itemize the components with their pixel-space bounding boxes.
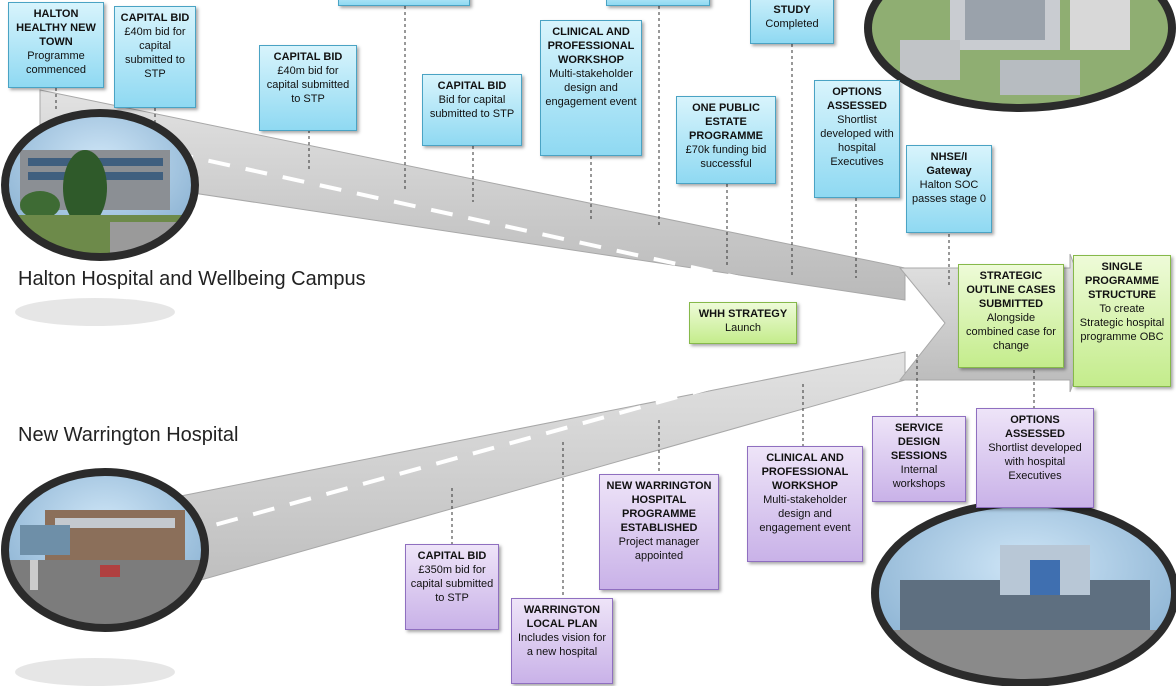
milestone-options-assessed-bottom: OPTIONS ASSESSED Shortlist developed wit… xyxy=(976,408,1094,508)
milestone-warrington-local-plan: WARRINGTON LOCAL PLAN Includes vision fo… xyxy=(511,598,613,684)
milestone-title: CLINICAL AND PROFESSIONAL WORKSHOP xyxy=(761,452,849,492)
milestone-detail: Includes vision for a new hospital xyxy=(517,632,607,658)
milestone-detail: Alongside combined case for change xyxy=(966,312,1056,352)
milestone-soc-submitted: STRATEGIC OUTLINE CASES SUBMITTED Alongs… xyxy=(958,264,1064,368)
milestone-title: OPTIONS ASSESSED xyxy=(1005,414,1065,440)
milestone-capital-bid-2: CAPITAL BID £40m bid for capital submitt… xyxy=(259,45,357,131)
milestone-title: CAPITAL BID xyxy=(120,12,190,24)
milestone-title: WHH STRATEGY xyxy=(698,308,788,320)
milestone-title: NHSE/I Gateway xyxy=(926,151,972,177)
top-milestone-cut-2 xyxy=(606,0,710,6)
milestone-title: WARRINGTON LOCAL PLAN xyxy=(523,604,601,630)
milestone-detail: Programme commenced xyxy=(26,50,86,76)
milestone-detail: Multi-stakeholder design and engagement … xyxy=(545,68,637,108)
milestone-detail: Shortlist developed with hospital Execut… xyxy=(988,442,1082,482)
top-milestone-cut-1 xyxy=(338,0,470,6)
milestone-title: SINGLE PROGRAMME STRUCTURE xyxy=(1085,261,1159,301)
top-connectors xyxy=(55,0,950,286)
milestone-detail: Bid for capital submitted to STP xyxy=(429,94,515,120)
new-hospital-render-photo xyxy=(871,499,1176,686)
milestone-detail: Halton SOC passes stage 0 xyxy=(912,179,986,205)
milestone-clinical-workshop-bottom: CLINICAL AND PROFESSIONAL WORKSHOP Multi… xyxy=(747,446,863,562)
milestone-detail: Completed xyxy=(765,18,819,30)
milestone-halton-new-town: HALTON HEALTHY NEW TOWN Programme commen… xyxy=(8,2,104,88)
milestone-viability-study: VIABILITY STUDY Completed xyxy=(750,0,834,44)
halton-campus-label: Halton Hospital and Wellbeing Campus xyxy=(18,268,366,290)
milestone-title: VIABILITY STUDY xyxy=(765,0,818,16)
milestone-detail: £40m bid for capital submitted to STP xyxy=(266,65,350,105)
warrington-hospital-label: New Warrington Hospital xyxy=(18,424,239,446)
milestone-programme-established: NEW WARRINGTON HOSPITAL PROGRAMME ESTABL… xyxy=(599,474,719,590)
milestone-title: NEW WARRINGTON HOSPITAL PROGRAMME ESTABL… xyxy=(606,480,712,534)
halton-hospital-photo xyxy=(1,109,199,261)
milestone-detail: Shortlist developed with hospital Execut… xyxy=(820,114,894,168)
milestone-capital-bid-1: CAPITAL BID £40m bid for capital submitt… xyxy=(114,6,196,108)
milestone-service-design: SERVICE DESIGN SESSIONS Internal worksho… xyxy=(872,416,966,502)
milestone-detail: Internal workshops xyxy=(892,464,946,490)
milestone-title: HALTON HEALTHY NEW TOWN xyxy=(16,8,96,48)
milestone-title: CAPITAL BID xyxy=(437,80,507,92)
milestone-nhsei-gateway: NHSE/I Gateway Halton SOC passes stage 0 xyxy=(906,145,992,233)
milestone-title: OPTIONS ASSESSED xyxy=(827,86,887,112)
warrington-hospital-photo xyxy=(1,468,209,632)
campus-aerial-photo xyxy=(864,0,1176,112)
milestone-title: STRATEGIC OUTLINE CASES SUBMITTED xyxy=(966,270,1056,310)
milestone-title: SERVICE DESIGN SESSIONS xyxy=(890,422,948,462)
milestone-detail: Multi-stakeholder design and engagement … xyxy=(759,494,851,534)
bottom-connectors xyxy=(451,354,1035,598)
milestone-detail: Project manager appointed xyxy=(618,536,700,562)
milestone-title: CAPITAL BID xyxy=(417,550,487,562)
milestone-title: ONE PUBLIC ESTATE PROGRAMME xyxy=(689,102,763,142)
milestone-title: CLINICAL AND PROFESSIONAL WORKSHOP xyxy=(547,26,635,66)
milestone-one-public-estate: ONE PUBLIC ESTATE PROGRAMME £70k funding… xyxy=(676,96,776,184)
milestone-single-programme: SINGLE PROGRAMME STRUCTURE To create Str… xyxy=(1073,255,1171,387)
milestone-whh-strategy: WHH STRATEGY Launch xyxy=(689,302,797,344)
milestone-title: CAPITAL BID xyxy=(273,51,343,63)
milestone-detail: £70k funding bid successful xyxy=(685,144,767,170)
milestone-capital-bid-350: CAPITAL BID £350m bid for capital submit… xyxy=(405,544,499,630)
milestone-detail: £350m bid for capital submitted to STP xyxy=(410,564,494,604)
milestone-clinical-workshop-top: CLINICAL AND PROFESSIONAL WORKSHOP Multi… xyxy=(540,20,642,156)
milestone-detail: £40m bid for capital submitted to STP xyxy=(124,26,186,80)
milestone-capital-bid-3: CAPITAL BID Bid for capital submitted to… xyxy=(422,74,522,146)
milestone-detail: Launch xyxy=(724,322,762,334)
milestone-detail: To create Strategic hospital programme O… xyxy=(1079,303,1165,343)
milestone-options-assessed-top: OPTIONS ASSESSED Shortlist developed wit… xyxy=(814,80,900,198)
